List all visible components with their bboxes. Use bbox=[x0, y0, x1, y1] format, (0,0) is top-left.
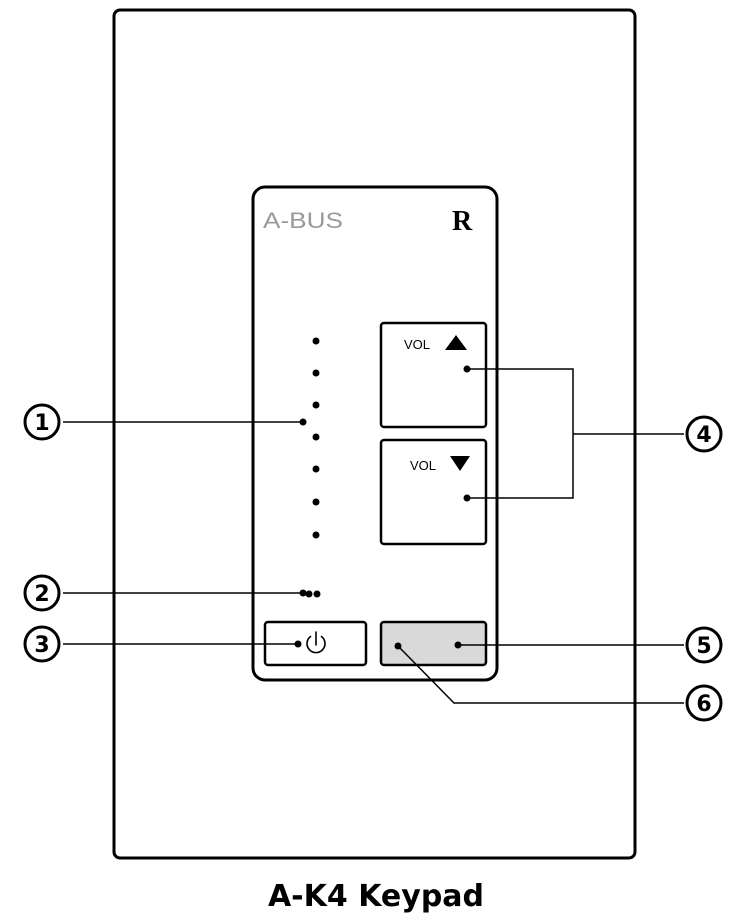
callout-3: 3 bbox=[25, 627, 59, 661]
leader-dot bbox=[464, 366, 471, 373]
callout-6: 6 bbox=[687, 686, 721, 720]
keypad-face bbox=[253, 187, 497, 680]
leader-dot bbox=[300, 419, 307, 426]
r-logo: R bbox=[452, 206, 473, 237]
level-led bbox=[313, 402, 320, 409]
callout-number: 3 bbox=[34, 633, 49, 658]
level-led bbox=[313, 370, 320, 377]
callout-2: 2 bbox=[25, 576, 59, 610]
leader-dot bbox=[295, 641, 302, 648]
callout-1: 1 bbox=[25, 405, 59, 439]
diagram-caption: A-K4 Keypad bbox=[268, 879, 484, 914]
level-led bbox=[313, 532, 320, 539]
callout-number: 4 bbox=[696, 423, 711, 448]
status-led-left bbox=[306, 591, 313, 598]
vol-down-label: VOL bbox=[410, 458, 436, 473]
level-led bbox=[313, 338, 320, 345]
callout-number: 2 bbox=[34, 582, 49, 607]
level-led bbox=[313, 466, 320, 473]
leader-dot bbox=[395, 643, 402, 650]
vol-down-button[interactable]: VOL bbox=[381, 440, 486, 544]
leader-dot bbox=[464, 495, 471, 502]
vol-up-button[interactable]: VOL bbox=[381, 323, 486, 427]
callout-number: 6 bbox=[696, 692, 711, 717]
callout-number: 5 bbox=[696, 634, 711, 659]
callout-4: 4 bbox=[687, 417, 721, 451]
leader-dot bbox=[455, 642, 462, 649]
callout-number: 1 bbox=[34, 411, 49, 436]
level-led bbox=[313, 499, 320, 506]
vol-up-label: VOL bbox=[404, 337, 430, 352]
vol-down-button-body[interactable] bbox=[381, 440, 486, 544]
status-led-right bbox=[314, 591, 321, 598]
callout-5: 5 bbox=[687, 628, 721, 662]
abus-logo-text: A-BUS bbox=[263, 208, 343, 233]
vol-up-button-body[interactable] bbox=[381, 323, 486, 427]
abus-logo: A-BUS bbox=[263, 208, 343, 233]
leader-dot bbox=[300, 590, 307, 597]
level-led bbox=[313, 434, 320, 441]
